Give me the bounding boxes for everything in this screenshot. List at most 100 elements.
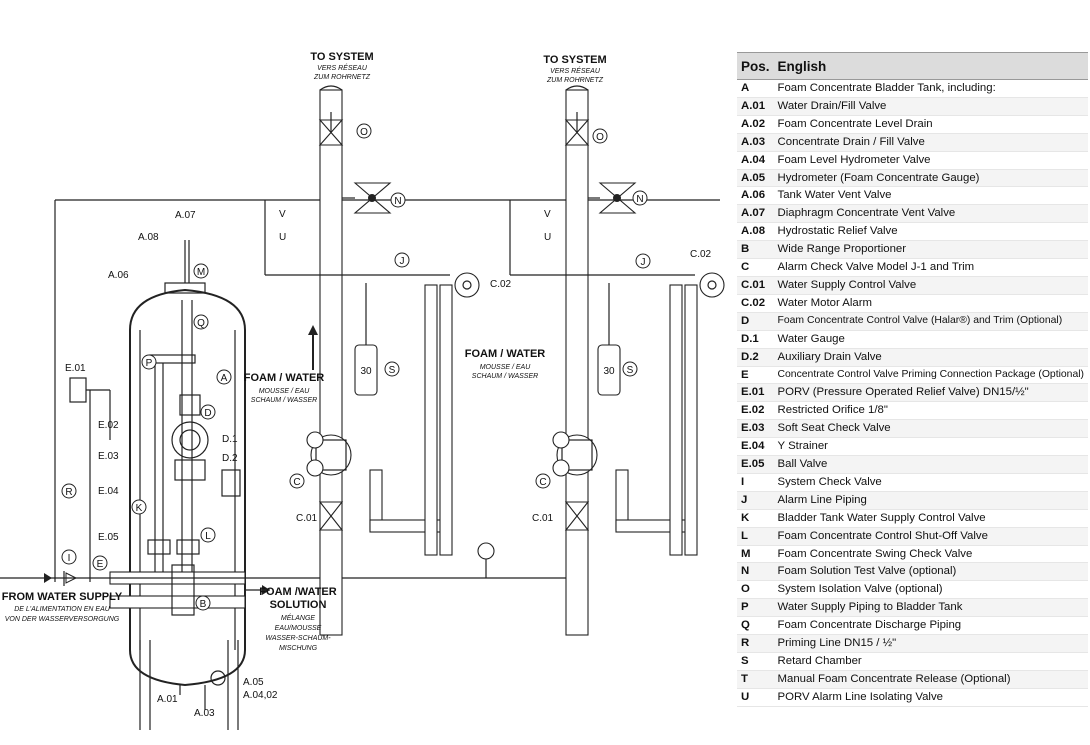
legend-pos: M	[737, 545, 774, 564]
svg-text:MOUSSE / EAU: MOUSSE / EAU	[480, 364, 532, 371]
label-c02-2: C.02	[690, 249, 712, 260]
legend-desc: Restricted Orifice 1/8"	[773, 401, 1089, 421]
legend-desc: Foam Concentrate Level Drain	[773, 115, 1089, 134]
legend-pos: D.2	[737, 348, 774, 367]
circle-o-1: O	[360, 127, 368, 138]
bladder-tank	[109, 240, 246, 730]
svg-text:VERS RÉSEAU: VERS RÉSEAU	[550, 66, 601, 75]
legend-desc: Priming Line DN15 / ½"	[773, 634, 1089, 653]
label-d1: D.1	[222, 434, 238, 445]
legend-pos: A.04	[737, 151, 774, 170]
svg-text:FOAM / WATER: FOAM / WATER	[244, 372, 325, 384]
svg-text:FOAM /WATER: FOAM /WATER	[259, 586, 336, 598]
label-c02-1: C.02	[490, 279, 512, 290]
riser-2	[509, 85, 725, 636]
circle-j-2: J	[641, 257, 646, 268]
circle-o-2: O	[596, 132, 604, 143]
circle-q: Q	[197, 318, 205, 329]
svg-text:TO SYSTEM: TO SYSTEM	[543, 54, 606, 66]
legend-pos: O	[737, 580, 774, 600]
legend-pos: N	[737, 562, 774, 582]
legend-pos: A.02	[737, 115, 774, 134]
legend-pos: B	[737, 240, 774, 260]
label-a03: A.03	[194, 708, 215, 719]
legend-pos: A.08	[737, 222, 774, 242]
label-a07: A.07	[175, 210, 196, 221]
legend-desc: PORV Alarm Line Isolating Valve	[773, 688, 1089, 707]
circle-c-2: C	[539, 477, 546, 488]
legend-desc: Water Gauge	[773, 330, 1089, 349]
legend-desc: Alarm Line Piping	[773, 491, 1089, 510]
label-c01-1: C.01	[296, 513, 318, 524]
legend-desc: Foam Solution Test Valve (optional)	[773, 562, 1089, 582]
label-c01-2: C.01	[532, 513, 554, 524]
legend-desc: Water Supply Control Valve	[773, 276, 1089, 295]
legend-pos: E.03	[737, 419, 774, 439]
label-a06: A.06	[108, 270, 129, 281]
label-e04: E.04	[98, 486, 119, 497]
svg-text:VERS RÉSEAU: VERS RÉSEAU	[317, 63, 368, 72]
retard-chamber-value-2: 30	[603, 366, 615, 377]
svg-text:SOLUTION: SOLUTION	[270, 599, 327, 611]
label-a01: A.01	[157, 694, 178, 705]
circle-n-2: N	[636, 194, 643, 205]
legend-pos: K	[737, 509, 774, 528]
legend-desc: Foam Level Hydrometer Valve	[773, 151, 1089, 170]
label-a08: A.08	[138, 232, 159, 243]
label-u-1: U	[279, 232, 286, 243]
legend-desc: Concentrate Control Valve Priming Connec…	[773, 366, 1089, 385]
legend-desc: Ball Valve	[773, 455, 1089, 474]
legend-desc: Bladder Tank Water Supply Control Valve	[773, 509, 1089, 528]
legend-pos: D	[737, 312, 774, 331]
legend-desc: Foam Concentrate Control Valve (Halar®) …	[773, 312, 1089, 331]
legend-desc: Hydrometer (Foam Concentrate Gauge)	[773, 169, 1089, 188]
legend-desc: System Isolation Valve (optional)	[773, 580, 1089, 600]
legend-header-pos: Pos.	[737, 52, 774, 80]
circle-s-2: S	[627, 365, 634, 376]
circle-j-1: J	[400, 256, 405, 267]
label-u-2: U	[544, 232, 551, 243]
label-v-1: V	[279, 209, 286, 220]
legend-pos: A.03	[737, 133, 774, 152]
legend-desc: Soft Seat Check Valve	[773, 419, 1089, 439]
legend-desc: Water Supply Piping to Bladder Tank	[773, 598, 1089, 618]
riser-1	[264, 85, 480, 636]
legend-pos: E.04	[737, 437, 774, 457]
legend-pos: U	[737, 688, 774, 707]
svg-text:FOAM / WATER: FOAM / WATER	[465, 348, 546, 360]
retard-chamber-value-1: 30	[360, 366, 372, 377]
circle-r: R	[65, 487, 72, 498]
legend-pos: A	[737, 79, 774, 98]
legend-desc: Hydrostatic Relief Valve	[773, 222, 1089, 242]
legend-pos: S	[737, 652, 774, 671]
svg-text:MISCHUNG: MISCHUNG	[279, 645, 318, 652]
circle-n-1: N	[394, 196, 401, 207]
legend-desc: Alarm Check Valve Model J-1 and Trim	[773, 258, 1089, 277]
legend-desc: Water Motor Alarm	[773, 294, 1089, 313]
legend-pos: A.01	[737, 97, 774, 116]
circle-k: K	[136, 503, 143, 514]
legend-desc: Retard Chamber	[773, 652, 1089, 671]
svg-text:EAU/MOUSSE: EAU/MOUSSE	[275, 625, 322, 632]
legend-desc: Foam Concentrate Control Shut-Off Valve	[773, 527, 1089, 546]
